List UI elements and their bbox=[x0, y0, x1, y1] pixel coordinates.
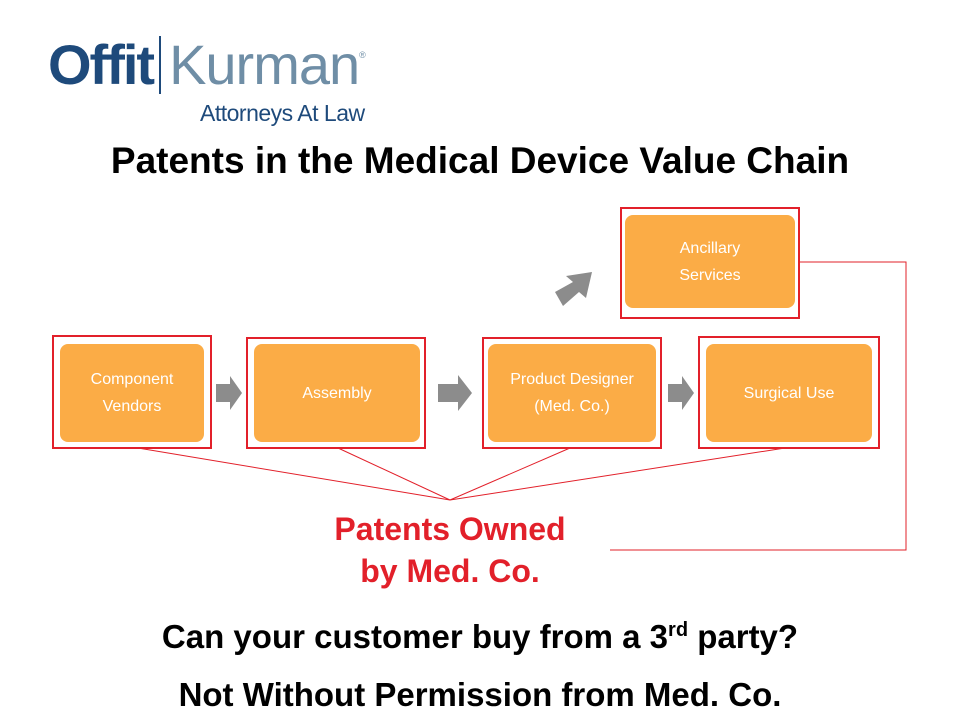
slide-title: Patents in the Medical Device Value Chai… bbox=[110, 140, 850, 181]
node-ancillary-services: Ancillary Services bbox=[625, 215, 795, 308]
node-product-designer: Product Designer (Med. Co.) bbox=[488, 344, 656, 442]
node-label: Product Designer (Med. Co.) bbox=[510, 371, 634, 415]
question-suffix: party? bbox=[688, 618, 799, 655]
frame-surgical-use bbox=[698, 336, 880, 449]
node-label: Assembly bbox=[302, 384, 372, 402]
connector-line-ancillary bbox=[610, 261, 907, 551]
answer-text: Not Without Permission from Med. Co. bbox=[178, 676, 782, 713]
connector-line-surgical bbox=[449, 447, 786, 501]
frame-product-designer bbox=[482, 337, 662, 449]
node-assembly: Assembly bbox=[254, 344, 420, 442]
logo-tagline: Attorneys At Law bbox=[200, 100, 365, 126]
question-superscript: rd bbox=[668, 619, 689, 641]
patents-owned-label: Patents Owned by Med. Co. bbox=[334, 511, 566, 589]
logo-brand-part1: Offit bbox=[48, 33, 155, 96]
arrow-right-icon bbox=[438, 375, 472, 411]
frame-assembly bbox=[246, 337, 426, 449]
node-component-vendors: Component Vendors bbox=[60, 344, 204, 442]
question-prefix: Can your customer buy from a 3 bbox=[161, 618, 669, 655]
node-surgical-use: Surgical Use bbox=[706, 344, 872, 442]
arrow-right-icon bbox=[668, 376, 694, 410]
connector-line-assembly bbox=[337, 447, 451, 501]
logo-registered-mark: ® bbox=[359, 50, 366, 60]
node-label: Surgical Use bbox=[743, 384, 835, 402]
logo-divider bbox=[159, 36, 162, 94]
connector-line-component bbox=[137, 447, 451, 501]
node-label: Component Vendors bbox=[90, 371, 174, 415]
frame-component-vendors bbox=[52, 335, 212, 449]
connector-line-designer bbox=[449, 447, 571, 501]
arrow-right-icon bbox=[216, 376, 242, 410]
arrow-diagonal-icon bbox=[555, 272, 592, 306]
node-label: Ancillary Services bbox=[679, 239, 741, 284]
question-text: Can your customer buy from a 3rd party? bbox=[0, 618, 960, 656]
company-logo: Offit Kurman ® bbox=[48, 30, 366, 100]
frame-ancillary-services bbox=[620, 207, 800, 319]
logo-brand-part2: Kurman bbox=[169, 33, 360, 96]
